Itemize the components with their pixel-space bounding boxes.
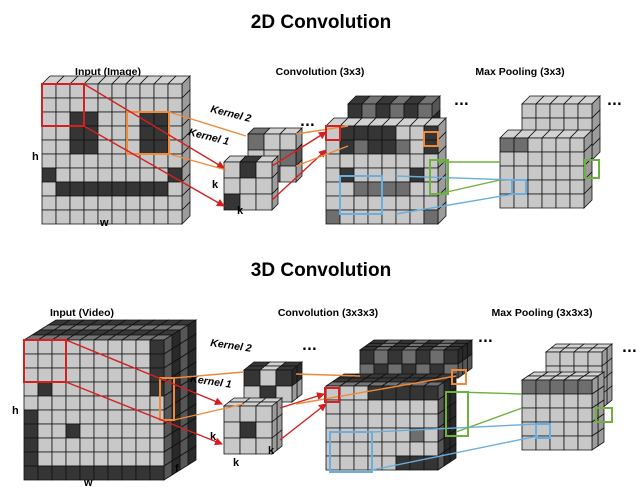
pool-map-front-2d: [499, 129, 593, 209]
orange-line-top-3d: [173, 371, 245, 379]
blue-line-top-2d: [395, 175, 515, 181]
conv-2d-label: Convolution (3x3): [276, 66, 365, 78]
ellipsis-kernels-3d: ...: [302, 339, 317, 354]
orange-receptive-field-2d: [126, 111, 170, 155]
kernel-2-label-2d: Kernel 2: [209, 103, 252, 125]
section-2d: Input (Image) Convolution (3x3) Max Pool…: [32, 66, 622, 229]
input-image-grid: [41, 75, 191, 225]
orange-line-kernel2-out2-2d: [295, 145, 349, 167]
orange-line-bottom-3d: [173, 403, 245, 421]
red-receptive-field-3d: [23, 339, 67, 383]
input-video-cube: [22, 319, 198, 481]
conv-volume-front-3d: [324, 373, 458, 471]
orange-output-cell-3d: [451, 369, 467, 385]
ellipsis-pool-3d: ...: [622, 341, 637, 356]
red-output-cell-2d: [325, 125, 341, 141]
orange-line-kernel2-out-3d: [295, 373, 361, 377]
dim-h-3d: h: [12, 405, 19, 417]
dim-k3-3d: k: [268, 445, 275, 457]
dim-w-2d: w: [99, 217, 109, 229]
dim-k2-3d: k: [233, 457, 240, 469]
ellipsis-kernels-2d: ...: [300, 115, 315, 130]
pool-2d-label: Max Pooling (3x3): [475, 66, 564, 78]
red-line-bottom-3d: [65, 381, 223, 446]
ellipsis-conv-2d: ...: [454, 94, 469, 109]
red-receptive-field-2d: [41, 83, 85, 127]
orange-output-cell-2d: [423, 131, 439, 147]
input-image-label: Input (Image): [75, 66, 141, 78]
dim-w-3d: w: [83, 477, 93, 489]
pool-volume-front-3d: [520, 371, 606, 451]
blue-pool-output-2d: [511, 179, 527, 195]
blue-line-top-3d: [371, 423, 539, 433]
kernel-2-label-3d: Kernel 2: [210, 337, 253, 355]
red-line-top-2d: [83, 83, 225, 169]
dim-h-2d: h: [32, 151, 39, 163]
orange-line-top-2d: [168, 111, 247, 137]
blue-pool-window-3d: [329, 431, 373, 473]
blue-line-bottom-2d: [395, 193, 515, 215]
green-pool-window-3d: [445, 391, 469, 437]
orange-receptive-field-3d: [159, 377, 175, 421]
conv-volume-back-3d: [358, 339, 474, 379]
pool-3d-label: Max Pooling (3x3x3): [492, 307, 593, 319]
ellipsis-conv-3d: ...: [478, 331, 493, 346]
red-line-kernel1-out-3d: [279, 392, 325, 409]
green-line-bottom-3d: [455, 407, 523, 433]
input-video-label: Input (Video): [50, 307, 114, 319]
blue-pool-window-2d: [339, 175, 383, 215]
blue-pool-output-3d: [535, 423, 551, 439]
ellipsis-pool-2d: ...: [607, 94, 622, 109]
red-line-kernel1-out2-3d: [279, 403, 327, 441]
orange-line-kernel2-out2-3d: [295, 375, 457, 405]
red-line-bottom-2d: [83, 125, 225, 207]
dim-k1-3d: k: [210, 431, 217, 443]
red-output-cell-3d: [324, 387, 340, 403]
connections-2d: [83, 83, 515, 215]
orange-line-bottom-2d: [168, 153, 227, 171]
title-2d: 2D Convolution: [251, 12, 391, 33]
section-3d: Input (Video) Convolution (3x3x3) Max Po…: [12, 307, 637, 489]
blue-line-bottom-3d: [371, 435, 539, 471]
kernel-1-cube-2d: [223, 155, 279, 211]
kernel-1-cube-3d: [222, 397, 284, 455]
dim-f-3d: f: [175, 463, 179, 475]
conv-3d-label: Convolution (3x3x3): [278, 307, 378, 319]
title-3d: 3D Convolution: [251, 260, 391, 281]
green-pool-window-2d: [429, 159, 449, 195]
green-pool-output-2d: [584, 159, 600, 179]
kernel-1-label-3d: Kernel 1: [190, 373, 233, 391]
green-pool-output-3d: [595, 407, 613, 423]
dim-k2-2d: k: [237, 205, 244, 217]
kernel-2-cube-3d: [242, 361, 304, 403]
red-line-top-3d: [65, 339, 223, 406]
red-line-kernel1-out-2d: [271, 131, 327, 167]
connections-3d: [65, 339, 539, 471]
dim-k1-2d: k: [212, 179, 219, 191]
